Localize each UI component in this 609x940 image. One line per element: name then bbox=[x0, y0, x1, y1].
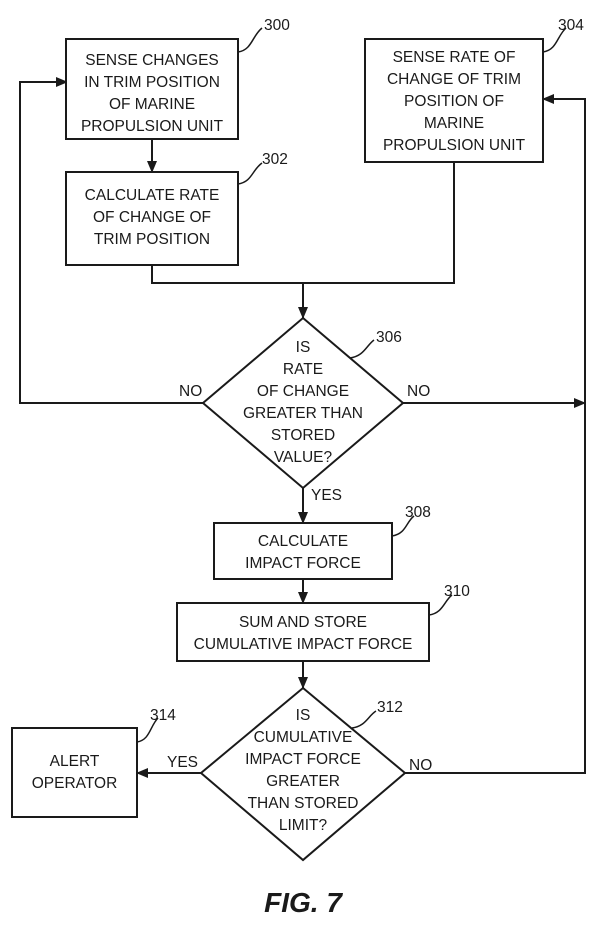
decision-312-line-3: IMPACT FORCE bbox=[245, 751, 361, 768]
connector-306-no-to-300 bbox=[19, 77, 203, 404]
edge-306-no-right: NO bbox=[407, 383, 430, 400]
step-300-line-1: SENSE CHANGES bbox=[85, 52, 219, 69]
decision-306-rate-greater: IS RATE OF CHANGE GREATER THAN STORED VA… bbox=[201, 316, 405, 490]
ref-314: 314 bbox=[136, 707, 176, 743]
ref-310: 310 bbox=[428, 583, 470, 616]
step-304-line-2: CHANGE OF TRIM bbox=[387, 71, 521, 88]
step-304-line-3: POSITION OF bbox=[404, 93, 504, 110]
decision-312-line-2: CUMULATIVE bbox=[254, 729, 353, 746]
decision-312-line-4: GREATER bbox=[266, 773, 340, 790]
edge-306-no-left: NO bbox=[179, 383, 202, 400]
step-308-calculate-impact: CALCULATE IMPACT FORCE bbox=[213, 522, 393, 580]
ref-300-label: 300 bbox=[264, 17, 290, 34]
decision-306-line-6: VALUE? bbox=[274, 449, 333, 466]
ref-308-label: 308 bbox=[405, 504, 431, 521]
ref-302-label: 302 bbox=[262, 151, 288, 168]
ref-310-label: 310 bbox=[444, 583, 470, 600]
step-310-line-1: SUM AND STORE bbox=[239, 614, 367, 631]
step-314-alert-operator: ALERT OPERATOR bbox=[11, 727, 138, 818]
step-304-line-1: SENSE RATE OF bbox=[393, 49, 516, 66]
edge-312-no: NO bbox=[409, 757, 432, 774]
ref-302: 302 bbox=[237, 151, 288, 185]
step-302-line-1: CALCULATE RATE bbox=[85, 187, 220, 204]
decision-306-line-2: RATE bbox=[283, 361, 323, 378]
step-310-sum-store: SUM AND STORE CUMULATIVE IMPACT FORCE bbox=[176, 602, 430, 662]
edge-306-yes: YES bbox=[311, 487, 342, 504]
connector-304-to-merge bbox=[303, 162, 455, 284]
ref-308: 308 bbox=[391, 504, 431, 537]
decision-306-line-1: IS bbox=[296, 339, 311, 356]
ref-304-label: 304 bbox=[558, 17, 584, 34]
step-304-line-4: MARINE bbox=[424, 115, 484, 132]
step-304-line-5: PROPULSION UNIT bbox=[383, 137, 526, 154]
decision-312-limit-exceeded: IS CUMULATIVE IMPACT FORCE GREATER THAN … bbox=[199, 686, 407, 862]
ref-306-label: 306 bbox=[376, 329, 402, 346]
step-302-calculate-rate: CALCULATE RATE OF CHANGE OF TRIM POSITIO… bbox=[65, 171, 239, 266]
step-300-sense-trim-changes: SENSE CHANGES IN TRIM POSITION OF MARINE… bbox=[65, 38, 239, 140]
figure-caption: FIG. 7 bbox=[264, 887, 343, 918]
step-314-line-1: ALERT bbox=[50, 753, 100, 770]
step-300-line-4: PROPULSION UNIT bbox=[81, 118, 224, 135]
step-310-line-2: CUMULATIVE IMPACT FORCE bbox=[194, 636, 413, 653]
step-302-line-2: OF CHANGE OF bbox=[93, 209, 211, 226]
ref-306: 306 bbox=[349, 329, 402, 359]
step-304-sense-rate: SENSE RATE OF CHANGE OF TRIM POSITION OF… bbox=[364, 38, 544, 163]
step-300-line-3: OF MARINE bbox=[109, 96, 195, 113]
step-308-line-2: IMPACT FORCE bbox=[245, 555, 361, 572]
step-302-line-3: TRIM POSITION bbox=[94, 231, 210, 248]
decision-306-line-4: GREATER THAN bbox=[243, 405, 363, 422]
decision-312-line-1: IS bbox=[296, 707, 311, 724]
ref-312: 312 bbox=[351, 699, 403, 729]
connector-312-no-to-304 bbox=[405, 94, 586, 774]
ref-312-label: 312 bbox=[377, 699, 403, 716]
connector-302-to-merge bbox=[151, 265, 303, 284]
decision-312-line-5: THAN STORED bbox=[248, 795, 359, 812]
step-300-line-2: IN TRIM POSITION bbox=[84, 74, 220, 91]
step-308-line-1: CALCULATE bbox=[258, 533, 348, 550]
ref-300: 300 bbox=[237, 17, 290, 53]
ref-304: 304 bbox=[542, 17, 584, 53]
edge-312-yes: YES bbox=[167, 754, 198, 771]
decision-306-line-5: STORED bbox=[271, 427, 335, 444]
decision-306-line-3: OF CHANGE bbox=[257, 383, 349, 400]
ref-314-label: 314 bbox=[150, 707, 176, 724]
decision-312-line-6: LIMIT? bbox=[279, 817, 328, 834]
step-314-line-2: OPERATOR bbox=[32, 775, 118, 792]
